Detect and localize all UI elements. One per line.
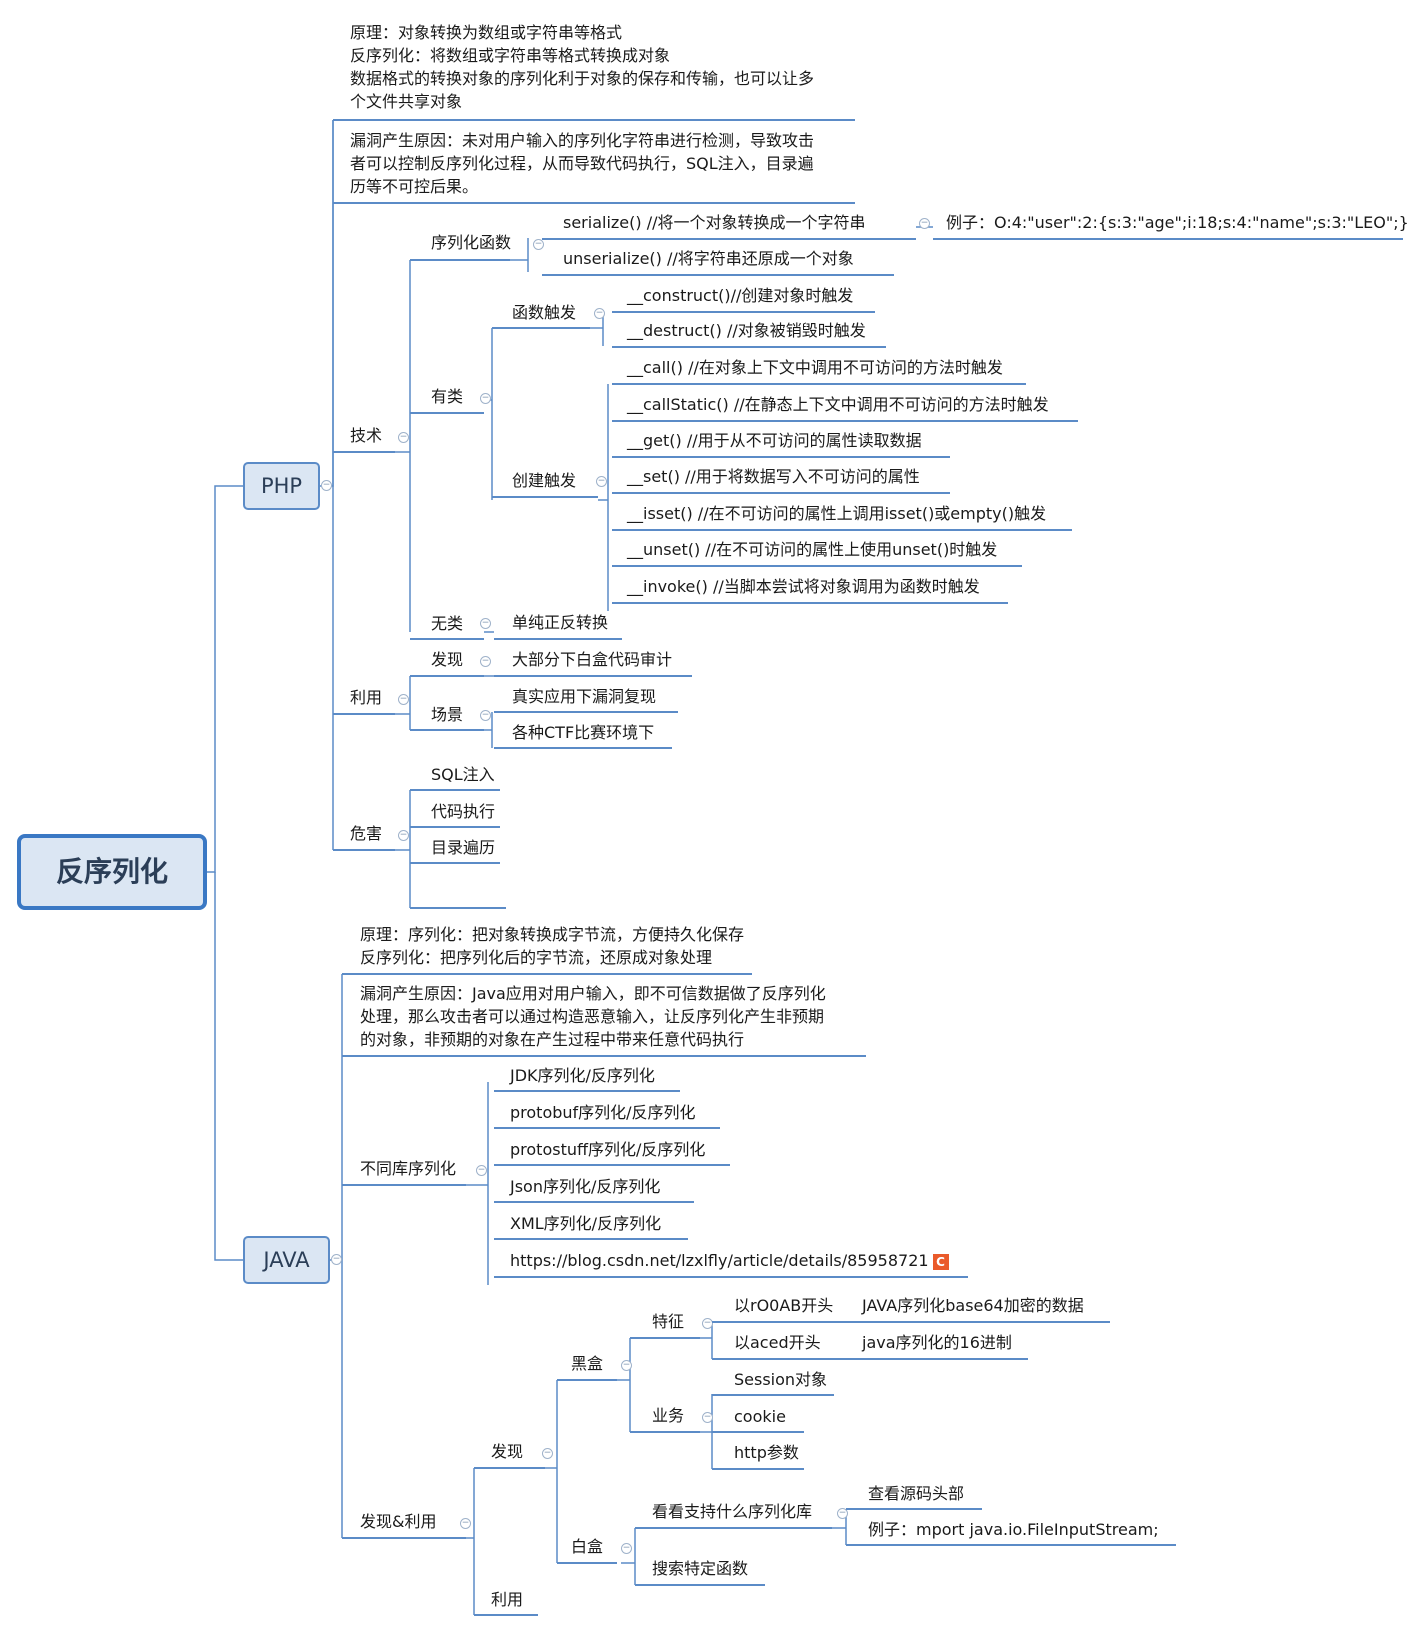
magic-invoke-item[interactable]: __invoke() //当脚本尝试将对象调用为函数时触发 xyxy=(627,577,980,596)
collapse-icon[interactable] xyxy=(837,1508,848,1519)
collapse-icon[interactable] xyxy=(331,1254,342,1265)
php-exploit-label[interactable]: 利用 xyxy=(350,688,383,707)
construct-item[interactable]: __construct()//创建对象时触发 xyxy=(627,286,854,305)
php-cause-line-1: 漏洞产生原因：未对用户输入的序列化字符串进行检测，导致攻击 xyxy=(350,131,815,150)
blackbox-label[interactable]: 黑盒 xyxy=(571,1354,604,1373)
java-exploit-label[interactable]: 利用 xyxy=(491,1590,524,1609)
collapse-icon[interactable] xyxy=(480,710,491,721)
java-cause-line-3: 的对象，非预期的对象在产生过程中带来任意代码执行 xyxy=(360,1030,745,1049)
lib-reference-link[interactable]: https://blog.csdn.net/lzxlfly/article/de… xyxy=(510,1250,949,1272)
java-cause-line-2: 处理，那么攻击者可以通过构造恶意输入，让反序列化产生非预期 xyxy=(360,1007,825,1026)
reference-url[interactable]: https://blog.csdn.net/lzxlfly/article/de… xyxy=(510,1251,929,1270)
view-source-header[interactable]: 查看源码头部 xyxy=(868,1484,965,1503)
feature-aced-key[interactable]: 以aced开头 xyxy=(734,1333,821,1352)
feature-aced-value[interactable]: java序列化的16进制 xyxy=(862,1333,1012,1352)
collapse-icon[interactable] xyxy=(480,393,491,404)
collapse-icon[interactable] xyxy=(476,1165,487,1176)
business-http-params[interactable]: http参数 xyxy=(734,1443,799,1462)
collapse-icon[interactable] xyxy=(594,308,605,319)
collapse-icon[interactable] xyxy=(398,694,409,705)
java-libs-label[interactable]: 不同库序列化 xyxy=(360,1159,457,1178)
php-principle-line-2: 反序列化：将数组或字符串等格式转换成对象 xyxy=(350,46,671,65)
magic-callstatic-item[interactable]: __callStatic() //在静态上下文中调用不可访问的方法时触发 xyxy=(627,395,1049,414)
php-topic[interactable]: PHP xyxy=(243,462,320,510)
php-discover-label[interactable]: 发现 xyxy=(431,650,464,669)
import-example[interactable]: 例子：mport java.io.FileInputStream; xyxy=(868,1520,1159,1539)
collapse-icon[interactable] xyxy=(702,1412,713,1423)
php-cause-line-2: 者可以控制反序列化过程，从而导致代码执行，SQL注入，目录遍 xyxy=(350,154,814,173)
serial-funcs-label[interactable]: 序列化函数 xyxy=(431,233,512,252)
lib-check-label[interactable]: 看看支持什么序列化库 xyxy=(652,1502,813,1521)
no-class-item[interactable]: 单纯正反转换 xyxy=(512,613,609,632)
collapse-icon[interactable] xyxy=(480,618,491,629)
magic-call-item[interactable]: __call() //在对象上下文中调用不可访问的方法时触发 xyxy=(627,358,1003,377)
collapse-icon[interactable] xyxy=(398,830,409,841)
php-tech-label[interactable]: 技术 xyxy=(350,426,383,445)
business-session[interactable]: Session对象 xyxy=(734,1370,828,1389)
serialize-item[interactable]: serialize() //将一个对象转换成一个字符串 xyxy=(563,213,866,232)
lib-protobuf[interactable]: protobuf序列化/反序列化 xyxy=(510,1103,696,1122)
java-principle-line-2: 反序列化：把序列化后的字节流，还原成对象处理 xyxy=(360,948,713,967)
serialize-example[interactable]: 例子：O:4:"user":2:{s:3:"age";i:18;s:4:"nam… xyxy=(946,213,1409,232)
php-principle-line-3: 数据格式的转换对象的序列化利于对象的保存和传输，也可以让多 xyxy=(350,69,815,88)
magic-set-item[interactable]: __set() //用于将数据写入不可访问的属性 xyxy=(627,467,920,486)
collapse-icon[interactable] xyxy=(702,1318,713,1329)
harm-code-exec[interactable]: 代码执行 xyxy=(431,802,496,821)
collapse-icon[interactable] xyxy=(596,476,607,487)
with-class-label[interactable]: 有类 xyxy=(431,387,464,406)
php-principle-line-4: 个文件共享对象 xyxy=(350,92,463,111)
php-scene-item-2[interactable]: 各种CTF比赛环境下 xyxy=(512,723,655,742)
collapse-icon[interactable] xyxy=(480,656,491,667)
java-discover-exploit-label[interactable]: 发现&利用 xyxy=(360,1512,437,1531)
csdn-icon[interactable]: C xyxy=(932,1253,949,1270)
php-harm-label[interactable]: 危害 xyxy=(350,824,383,843)
func-trigger-label[interactable]: 函数触发 xyxy=(512,303,577,322)
harm-sql-injection[interactable]: SQL注入 xyxy=(431,765,495,784)
business-label[interactable]: 业务 xyxy=(652,1406,685,1425)
collapse-icon[interactable] xyxy=(533,239,544,250)
feature-label[interactable]: 特征 xyxy=(652,1312,685,1331)
search-functions[interactable]: 搜索特定函数 xyxy=(652,1559,749,1578)
magic-get-item[interactable]: __get() //用于从不可访问的属性读取数据 xyxy=(627,431,922,450)
feature-ro0ab-value[interactable]: JAVA序列化base64加密的数据 xyxy=(862,1296,1084,1315)
whitebox-label[interactable]: 白盒 xyxy=(571,1537,604,1556)
collapse-icon[interactable] xyxy=(919,218,930,229)
php-discover-item[interactable]: 大部分下白盒代码审计 xyxy=(512,650,673,669)
business-cookie[interactable]: cookie xyxy=(734,1407,786,1426)
magic-isset-item[interactable]: __isset() //在不可访问的属性上调用isset()或empty()触发 xyxy=(627,504,1047,523)
java-discover-label[interactable]: 发现 xyxy=(491,1442,524,1461)
php-cause-line-3: 历等不可控后果。 xyxy=(350,177,479,196)
php-scene-item-1[interactable]: 真实应用下漏洞复现 xyxy=(512,687,657,706)
unserialize-item[interactable]: unserialize() //将字符串还原成一个对象 xyxy=(563,249,854,268)
lib-jdk[interactable]: JDK序列化/反序列化 xyxy=(510,1066,655,1085)
magic-unset-item[interactable]: __unset() //在不可访问的属性上使用unset()时触发 xyxy=(627,540,998,559)
harm-dir-traversal[interactable]: 目录遍历 xyxy=(431,838,496,857)
lib-protostuff[interactable]: protostuff序列化/反序列化 xyxy=(510,1140,706,1159)
collapse-icon[interactable] xyxy=(621,1543,632,1554)
destruct-item[interactable]: __destruct() //对象被销毁时触发 xyxy=(627,321,866,340)
no-class-label[interactable]: 无类 xyxy=(431,614,464,633)
feature-ro0ab-key[interactable]: 以rO0AB开头 xyxy=(734,1296,834,1315)
php-scene-label[interactable]: 场景 xyxy=(431,705,464,724)
php-principle-line-1: 原理：对象转换为数组或字符串等格式 xyxy=(350,23,623,42)
collapse-icon[interactable] xyxy=(460,1518,471,1529)
collapse-icon[interactable] xyxy=(542,1448,553,1459)
java-principle-line-1: 原理：序列化：把对象转换成字节流，方便持久化保存 xyxy=(360,925,745,944)
root-topic[interactable]: 反序列化 xyxy=(17,834,207,910)
lib-json[interactable]: Json序列化/反序列化 xyxy=(510,1177,661,1196)
java-topic[interactable]: JAVA xyxy=(243,1236,330,1284)
collapse-icon[interactable] xyxy=(321,480,332,491)
collapse-icon[interactable] xyxy=(398,432,409,443)
create-trigger-label[interactable]: 创建触发 xyxy=(512,471,577,490)
lib-xml[interactable]: XML序列化/反序列化 xyxy=(510,1214,662,1233)
java-cause-line-1: 漏洞产生原因：Java应用对用户输入，即不可信数据做了反序列化 xyxy=(360,984,826,1003)
collapse-icon[interactable] xyxy=(621,1360,632,1371)
